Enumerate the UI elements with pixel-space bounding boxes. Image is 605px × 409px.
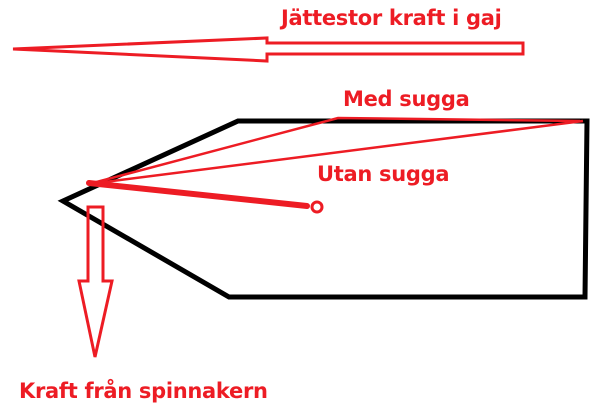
stay-force-arrow (12, 36, 525, 63)
spinnaker-force-arrow (77, 205, 114, 358)
pole-end-fitting-icon (310, 200, 324, 214)
spinnaker-pole (86, 180, 310, 209)
stay-force-label: Jättestor kraft i gaj (281, 6, 502, 30)
guy-with-strut-line (88, 116, 581, 186)
without-strut-label: Utan sugga (317, 162, 450, 186)
spinnaker-force-label: Kraft från spinnakern (19, 379, 268, 403)
hull-outline (57, 118, 590, 300)
guy-without-strut-line (88, 119, 584, 186)
with-strut-label: Med sugga (343, 87, 470, 111)
